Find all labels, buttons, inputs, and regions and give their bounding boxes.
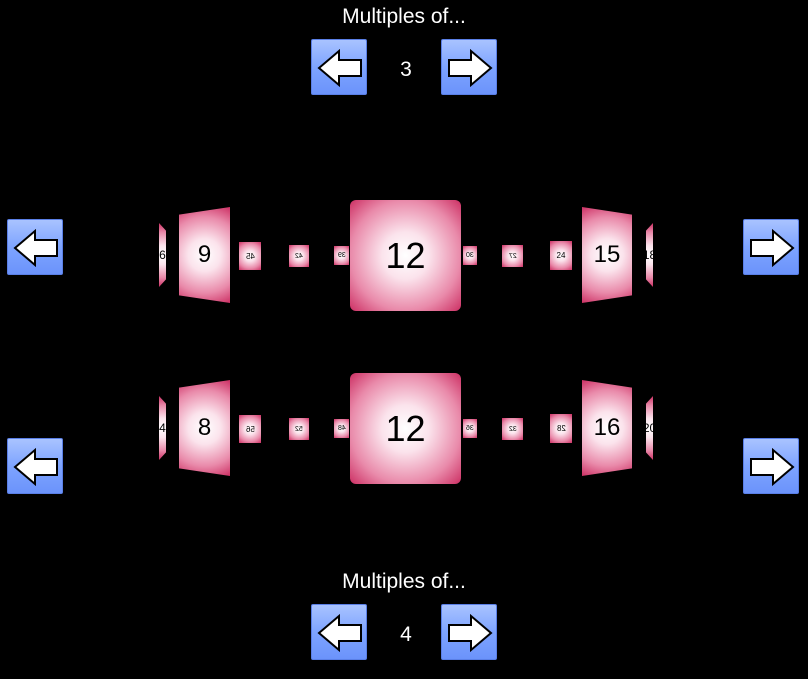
carousel-card[interactable]: 24 xyxy=(550,241,572,270)
carousel-1-prev-button[interactable] xyxy=(7,219,63,275)
carousel-card[interactable]: 45 xyxy=(239,242,261,270)
carousel-card[interactable]: 39 xyxy=(334,246,349,265)
carousel-card[interactable]: 42 xyxy=(289,245,309,267)
arrow-left-icon xyxy=(13,448,59,486)
carousel-card[interactable]: 52 xyxy=(289,418,309,440)
bottom-control-value: 4 xyxy=(400,623,412,646)
arrow-right-icon xyxy=(749,448,795,486)
carousel-card-active[interactable]: 12 xyxy=(350,200,461,311)
top-control-label: Multiples of... xyxy=(342,5,466,28)
carousel-card[interactable]: 15 xyxy=(582,207,632,303)
carousel-card[interactable]: 18 xyxy=(646,223,653,287)
arrow-right-icon xyxy=(749,229,795,267)
carousel-card-active[interactable]: 12 xyxy=(350,373,461,484)
arrow-right-icon xyxy=(447,49,493,87)
carousel-card[interactable]: 56 xyxy=(239,415,261,443)
arrow-right-icon xyxy=(447,614,493,652)
bottom-next-button[interactable] xyxy=(441,604,497,660)
carousel-card[interactable]: 16 xyxy=(582,380,632,476)
arrow-left-icon xyxy=(13,229,59,267)
carousel-card[interactable]: 28 xyxy=(550,414,572,443)
carousel-card[interactable]: 30 xyxy=(463,246,477,265)
carousel-card[interactable]: 6 xyxy=(159,223,166,287)
top-next-button[interactable] xyxy=(441,39,497,95)
arrow-left-icon xyxy=(317,49,363,87)
carousel-card[interactable]: 32 xyxy=(502,418,523,440)
carousel-card[interactable]: 20 xyxy=(646,396,653,460)
carousel-card[interactable]: 27 xyxy=(502,245,523,267)
carousel-2-prev-button[interactable] xyxy=(7,438,63,494)
carousel-card[interactable]: 9 xyxy=(179,207,230,303)
carousel-1-next-button[interactable] xyxy=(743,219,799,275)
top-control-value: 3 xyxy=(400,58,412,81)
bottom-prev-button[interactable] xyxy=(311,604,367,660)
top-prev-button[interactable] xyxy=(311,39,367,95)
carousel-2-next-button[interactable] xyxy=(743,438,799,494)
carousel-card[interactable]: 8 xyxy=(179,380,230,476)
carousel-card[interactable]: 48 xyxy=(334,419,349,438)
carousel-card[interactable]: 36 xyxy=(463,419,477,438)
arrow-left-icon xyxy=(317,614,363,652)
bottom-control-label: Multiples of... xyxy=(342,570,466,593)
carousel-card[interactable]: 4 xyxy=(159,396,166,460)
